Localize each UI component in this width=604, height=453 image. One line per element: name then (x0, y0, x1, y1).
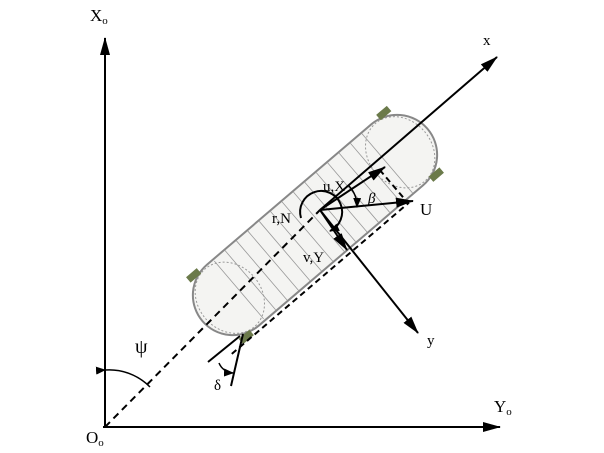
earth-y-label: Yo (494, 397, 512, 418)
yaw-arc (299, 190, 344, 232)
velocity-label: U (420, 200, 432, 219)
origin-label: Oo (86, 428, 104, 449)
body-y-label: y (427, 333, 435, 349)
sway-label: v,Y (303, 250, 324, 266)
body-x-label: x (483, 33, 491, 49)
rudder-angle-label: δ (214, 378, 221, 394)
drift-angle-arc (348, 185, 362, 208)
drift-angle-label: β (367, 191, 376, 207)
heading-angle-label: ψ (135, 336, 148, 358)
rudder-line (230, 333, 244, 387)
surge-label: u,X (323, 179, 345, 195)
velocity-arrow (319, 197, 414, 211)
surge-arrow (319, 166, 386, 211)
yaw-label: r,N (272, 211, 291, 227)
earth-x-label: Xo (90, 6, 108, 27)
thruster-icon (186, 105, 444, 345)
body-x-axis (319, 56, 498, 211)
rudder-angle-arc (218, 362, 234, 377)
heading-angle-arc (95, 366, 151, 388)
ship-hull (186, 105, 444, 357)
body-x-axis-dashed (104, 209, 321, 428)
stern-extension-line (207, 335, 241, 363)
